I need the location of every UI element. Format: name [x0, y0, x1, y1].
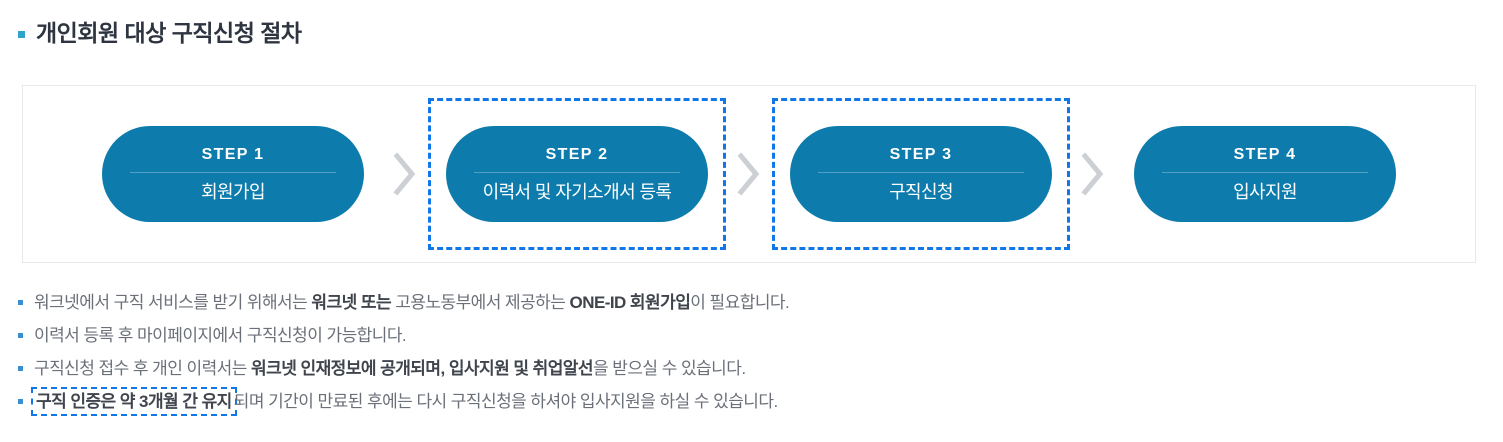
note-bullet-icon — [18, 300, 23, 305]
step-flow-panel: STEP 1 회원가입 STEP 2 이력서 및 자기소개서 등록 STEP 3 구직신청… — [22, 85, 1476, 263]
step-label-1: STEP 1 — [201, 146, 265, 163]
note-one-id: 워크넷에서 구직 서비스를 받기 위해서는 워크넷 또는 고용노동부에서 제공하… — [34, 286, 790, 319]
note-public-info-part-2: 워크넷 인재정보에 공개되며, 입사지원 및 취업알선 — [251, 359, 593, 378]
step-name-2: 이력서 및 자기소개서 등록 — [482, 182, 672, 202]
note-bullet-icon — [18, 399, 23, 404]
note-one-id-part-1: 워크넷에서 구직 서비스를 받기 위해서는 — [34, 293, 312, 312]
note-one-id-part-5: 이 필요합니다. — [690, 293, 790, 312]
note-bullet-icon — [18, 366, 23, 371]
step-pill-2[interactable]: STEP 2 이력서 및 자기소개서 등록 — [446, 126, 708, 222]
step-divider-4 — [1162, 172, 1368, 173]
page-title: 개인회원 대상 구직신청 절차 — [18, 22, 302, 45]
step-divider-3 — [818, 172, 1024, 173]
notes-list: 워크넷에서 구직 서비스를 받기 위해서는 워크넷 또는 고용노동부에서 제공하… — [18, 286, 1478, 418]
title-bullet-icon — [18, 31, 25, 38]
note-public-info-part-1: 구직신청 접수 후 개인 이력서는 — [34, 359, 252, 378]
list-item: 워크넷에서 구직 서비스를 받기 위해서는 워크넷 또는 고용노동부에서 제공하… — [18, 286, 1478, 319]
step-name-4: 입사지원 — [1233, 182, 1297, 202]
note-one-id-part-2: 워크넷 또는 — [311, 293, 392, 312]
note-one-id-part-3: 고용노동부에서 제공하는 — [391, 293, 570, 312]
note-public-info: 구직신청 접수 후 개인 이력서는 워크넷 인재정보에 공개되며, 입사지원 및… — [34, 352, 746, 385]
step-label-2: STEP 2 — [545, 146, 609, 163]
note-one-id-part-4: ONE-ID 회원가입 — [569, 293, 691, 312]
step-pill-1[interactable]: STEP 1 회원가입 — [102, 126, 364, 222]
note-certification-period-part-2: 되며 기간이 만료된 후에는 다시 구직신청을 하셔야 입사지원을 하실 수 있… — [233, 392, 778, 411]
step-cell-1[interactable]: STEP 1 회원가입 — [84, 98, 382, 250]
chevron-right-icon — [726, 98, 772, 250]
page-title-text: 개인회원 대상 구직신청 절차 — [36, 20, 302, 46]
step-cell-4[interactable]: STEP 4 입사지원 — [1116, 98, 1414, 250]
note-resume-mypage: 이력서 등록 후 마이페이지에서 구직신청이 가능합니다. — [34, 319, 407, 352]
step-label-3: STEP 3 — [889, 146, 953, 163]
step-divider-2 — [474, 172, 680, 173]
note-bullet-icon — [18, 333, 23, 338]
step-pill-4[interactable]: STEP 4 입사지원 — [1134, 126, 1396, 222]
list-item: 이력서 등록 후 마이페이지에서 구직신청이 가능합니다. — [18, 319, 1478, 352]
step-name-1: 회원가입 — [201, 182, 265, 202]
step-name-3: 구직신청 — [889, 182, 953, 202]
step-cell-3[interactable]: STEP 3 구직신청 — [772, 98, 1070, 250]
step-cell-2[interactable]: STEP 2 이력서 및 자기소개서 등록 — [428, 98, 726, 250]
step-label-4: STEP 4 — [1233, 146, 1297, 163]
chevron-right-icon — [1070, 98, 1116, 250]
step-pill-3[interactable]: STEP 3 구직신청 — [790, 126, 1052, 222]
note-resume-mypage-part-1: 이력서 등록 후 마이페이지에서 구직신청이 가능합니다. — [34, 326, 407, 345]
chevron-right-icon — [382, 98, 428, 250]
note-certification-period-highlight: 구직 인증은 약 3개월 간 유지 — [31, 387, 237, 416]
note-public-info-part-3: 을 받으실 수 있습니다. — [592, 359, 746, 378]
step-divider-1 — [130, 172, 336, 173]
list-item: 구직신청 접수 후 개인 이력서는 워크넷 인재정보에 공개되며, 입사지원 및… — [18, 352, 1478, 385]
step-flow-row: STEP 1 회원가입 STEP 2 이력서 및 자기소개서 등록 STEP 3 구직신청… — [23, 86, 1475, 262]
